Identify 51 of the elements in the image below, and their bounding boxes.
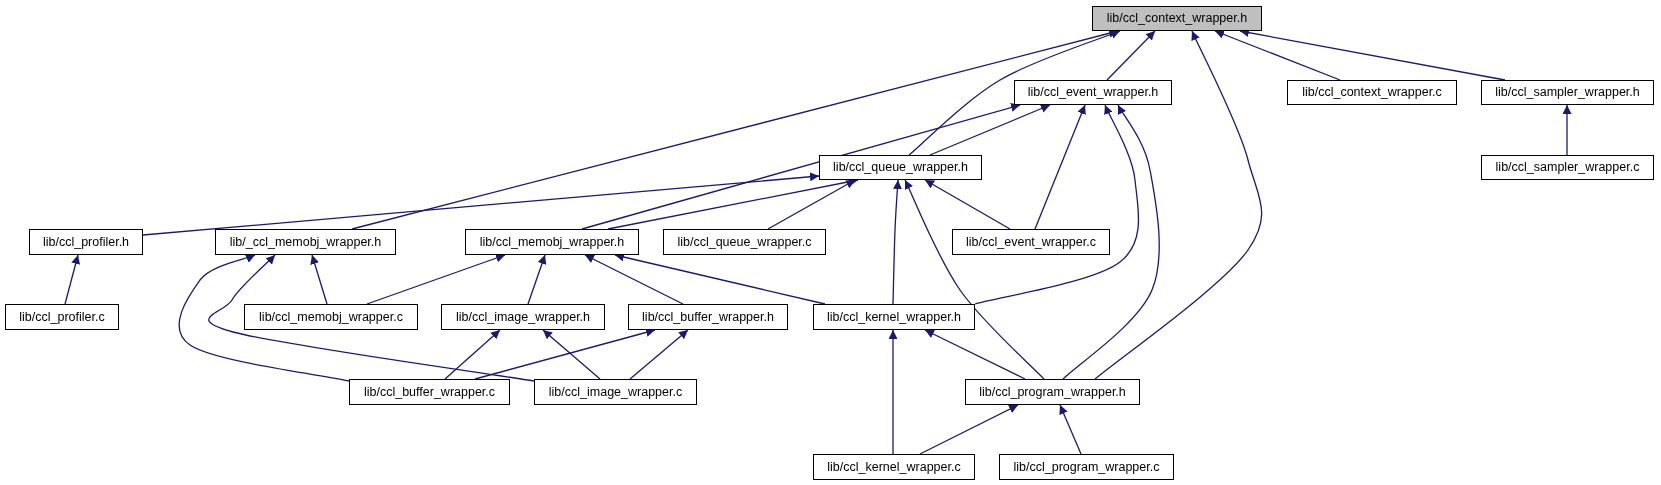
file-box: lib/ccl_program_wrapper.h — [965, 379, 1140, 405]
arrow — [64, 254, 81, 305]
arrow — [1034, 104, 1086, 230]
arrow — [142, 172, 820, 236]
arrow — [1106, 30, 1156, 81]
arrow — [924, 329, 1026, 380]
arrow — [310, 254, 328, 305]
file-box: lib/ccl_image_wrapper.h — [441, 304, 605, 330]
arrow — [584, 254, 684, 305]
arrow — [208, 254, 535, 382]
file-box: lib/ccl_context_wrapper.h — [1092, 6, 1262, 31]
arrow — [888, 329, 898, 455]
file-box: lib/ccl_event_wrapper.c — [952, 229, 1110, 255]
file-box: lib/ccl_image_wrapper.c — [534, 379, 697, 405]
file-box: lib/ccl_event_wrapper.h — [1014, 80, 1172, 105]
arrow — [542, 329, 601, 380]
arrow — [1562, 104, 1572, 156]
file-box: lib/ccl_profiler.c — [5, 304, 119, 330]
file-box: lib/ccl_profiler.h — [29, 229, 143, 255]
arrow — [1214, 30, 1341, 81]
file-box: lib/ccl_program_wrapper.c — [999, 454, 1174, 480]
arrow — [178, 254, 350, 382]
arrow — [366, 253, 506, 305]
arrow — [1059, 404, 1082, 455]
file-box: lib/ccl_queue_wrapper.c — [663, 229, 826, 255]
file-box: lib/ccl_memobj_wrapper.h — [465, 229, 639, 255]
file-box: lib/ccl_sampler_wrapper.h — [1481, 80, 1654, 105]
file-box: lib/ccl_kernel_wrapper.c — [813, 454, 975, 480]
arrow — [1062, 104, 1160, 380]
file-box: lib/ccl_memobj_wrapper.c — [244, 304, 418, 330]
arrow — [919, 404, 1019, 455]
arrow — [892, 179, 902, 305]
arrow — [581, 103, 1021, 230]
arrow — [929, 104, 1051, 156]
arrow — [974, 104, 1140, 305]
arrow — [1094, 30, 1263, 380]
arrow — [767, 179, 856, 230]
file-box: lib/ccl_context_wrapper.c — [1287, 80, 1457, 105]
arrow — [527, 254, 547, 305]
arrow — [444, 329, 501, 380]
file-box: lib/_ccl_memobj_wrapper.h — [215, 229, 396, 255]
arrow — [629, 329, 689, 380]
file-box: lib/ccl_queue_wrapper.h — [819, 155, 982, 180]
file-box: lib/ccl_buffer_wrapper.c — [349, 379, 510, 405]
file-box: lib/ccl_buffer_wrapper.h — [628, 304, 788, 330]
file-box: lib/ccl_sampler_wrapper.c — [1481, 155, 1654, 180]
arrow — [904, 179, 1045, 380]
arrow — [474, 328, 656, 380]
file-box: lib/ccl_kernel_wrapper.h — [813, 304, 975, 330]
arrow — [908, 30, 1121, 156]
arrow — [924, 179, 1011, 230]
